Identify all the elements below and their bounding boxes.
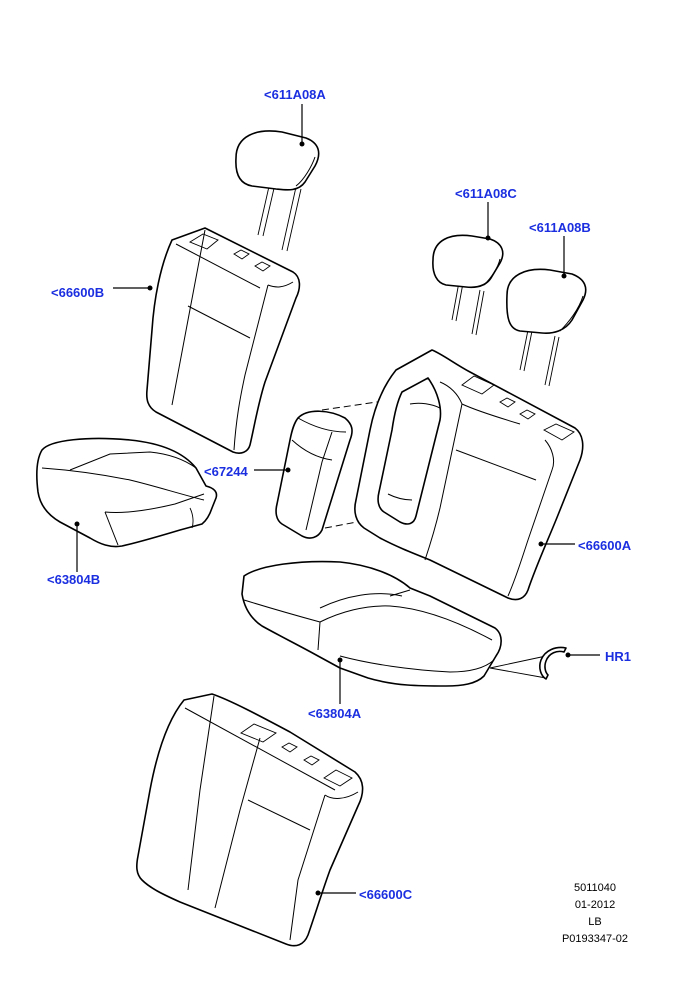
callout-66600a[interactable]: <66600A (578, 538, 632, 553)
callout-hr1[interactable]: HR1 (605, 649, 632, 664)
callout-63804b[interactable]: <63804B (47, 572, 101, 587)
leader-dot-66600b (147, 285, 153, 291)
callout-611a08b[interactable]: <611A08B (529, 220, 591, 235)
cushion-63804b (36, 437, 218, 548)
leader-dot-611a08a (299, 141, 305, 147)
leader-dot-63804b (74, 521, 80, 527)
leader-dot-611a08c (485, 235, 491, 241)
leader-dot-hr1 (565, 652, 571, 658)
stamp-line-3: LB (588, 916, 602, 928)
callout-66600c[interactable]: <66600C (359, 887, 413, 902)
leader-dot-611a08b (561, 273, 567, 279)
leader-lines (74, 104, 600, 896)
reference-stamp: 5011040 01-2012 LB P0193347-02 (540, 880, 650, 948)
callout-63804a[interactable]: <63804A (308, 706, 362, 721)
backrest-66600b (145, 227, 301, 454)
leader-dot-67244 (285, 467, 291, 473)
callout-611a08a[interactable]: <611A08A (264, 87, 326, 102)
stamp-line-4: P0193347-02 (561, 933, 629, 945)
callout-66600b[interactable]: <66600B (51, 285, 105, 300)
callout-611a08c[interactable]: <611A08C (455, 186, 517, 201)
stamp-line-2: 01-2012 (574, 899, 616, 911)
leader-dot-66600a (538, 541, 544, 547)
cushion-63804a (241, 560, 502, 687)
headrest-611a08a (235, 130, 320, 252)
armrest-67244 (275, 395, 419, 539)
headrest-611a08b (506, 268, 587, 387)
leader-dot-63804a (337, 657, 343, 663)
headrest-611a08c (432, 234, 504, 336)
callout-67244[interactable]: <67244 (204, 464, 248, 479)
leader-dot-66600c (315, 890, 321, 896)
stamp-line-1: 5011040 (573, 882, 616, 894)
hook-hr1 (489, 646, 567, 680)
backrest-66600a (354, 349, 584, 601)
backrest-66600c (136, 693, 364, 947)
